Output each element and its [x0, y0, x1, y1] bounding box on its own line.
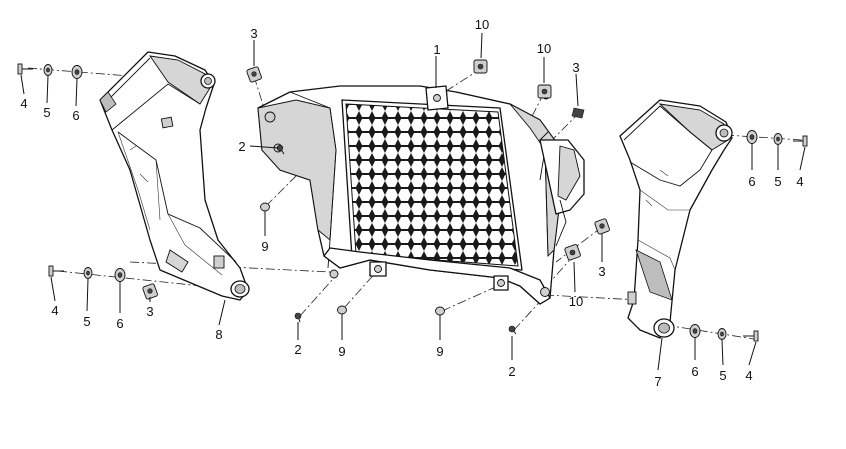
- callout-5: 5: [774, 174, 781, 189]
- callout-9: 9: [436, 344, 443, 359]
- callout-10: 10: [537, 41, 551, 56]
- callout-leaders: [20, 32, 806, 371]
- callout-7: 7: [654, 374, 661, 389]
- right-side-cover-part-7: [619, 99, 733, 339]
- hardware-parts: [17, 59, 808, 342]
- callout-labels: 1 2 2 2 3 3 3 3 4 4 4 4 5 5 5 5 6 6 6 6 …: [20, 17, 803, 389]
- callout-3: 3: [598, 264, 605, 279]
- callout-4: 4: [745, 368, 752, 383]
- callout-5: 5: [83, 314, 90, 329]
- callout-5: 5: [719, 368, 726, 383]
- callout-3: 3: [250, 26, 257, 41]
- callout-6: 6: [72, 108, 79, 123]
- callout-6: 6: [748, 174, 755, 189]
- callout-6: 6: [116, 316, 123, 331]
- radiator-shroud-part-1: [257, 85, 585, 305]
- callout-9: 9: [261, 239, 268, 254]
- callout-5: 5: [43, 105, 50, 120]
- callout-4: 4: [796, 174, 803, 189]
- callout-4: 4: [20, 96, 27, 111]
- callout-2: 2: [508, 364, 515, 379]
- callout-3: 3: [572, 60, 579, 75]
- callout-8: 8: [215, 327, 222, 342]
- callout-2: 2: [294, 342, 301, 357]
- callout-6: 6: [691, 364, 698, 379]
- callout-1: 1: [433, 42, 440, 57]
- callout-9: 9: [338, 344, 345, 359]
- callout-10: 10: [475, 17, 489, 32]
- callout-4: 4: [51, 303, 58, 318]
- callout-3: 3: [146, 304, 153, 319]
- callout-10: 10: [569, 294, 583, 309]
- callout-2: 2: [238, 139, 245, 154]
- left-side-cover-part-8: [99, 51, 250, 301]
